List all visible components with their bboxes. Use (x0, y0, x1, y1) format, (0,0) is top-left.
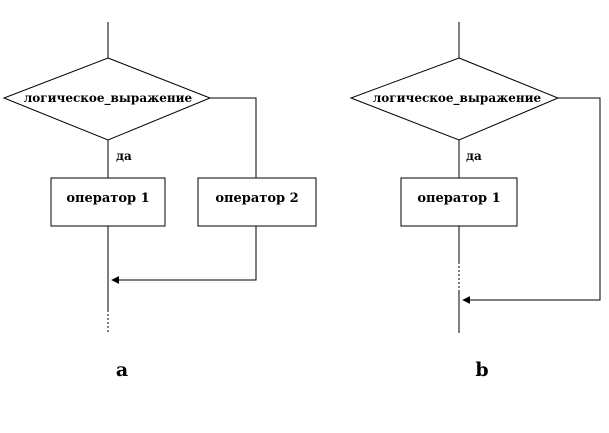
diagram-b: логическое_выражение да оператор 1 b (349, 22, 601, 381)
b-statement1-label: оператор 1 (417, 191, 500, 206)
a-statement1-label: оператор 1 (66, 191, 149, 206)
b-caption: b (475, 359, 488, 381)
a-merge-arrow (111, 226, 257, 284)
diagram-a: логическое_выражение да оператор 1 опера… (2, 22, 317, 381)
b-yes-label: да (466, 149, 482, 163)
b-bypass-arrow (462, 97, 601, 304)
a-statement1-box (50, 177, 166, 227)
a-caption: a (116, 359, 128, 381)
a-no-line (210, 97, 257, 178)
b-condition-label: логическое_выражение (373, 91, 542, 106)
a-statement2-box (197, 177, 317, 227)
a-condition-label: логическое_выражение (24, 91, 193, 106)
a-statement2-label: оператор 2 (215, 191, 298, 206)
a-yes-label: да (116, 149, 132, 163)
